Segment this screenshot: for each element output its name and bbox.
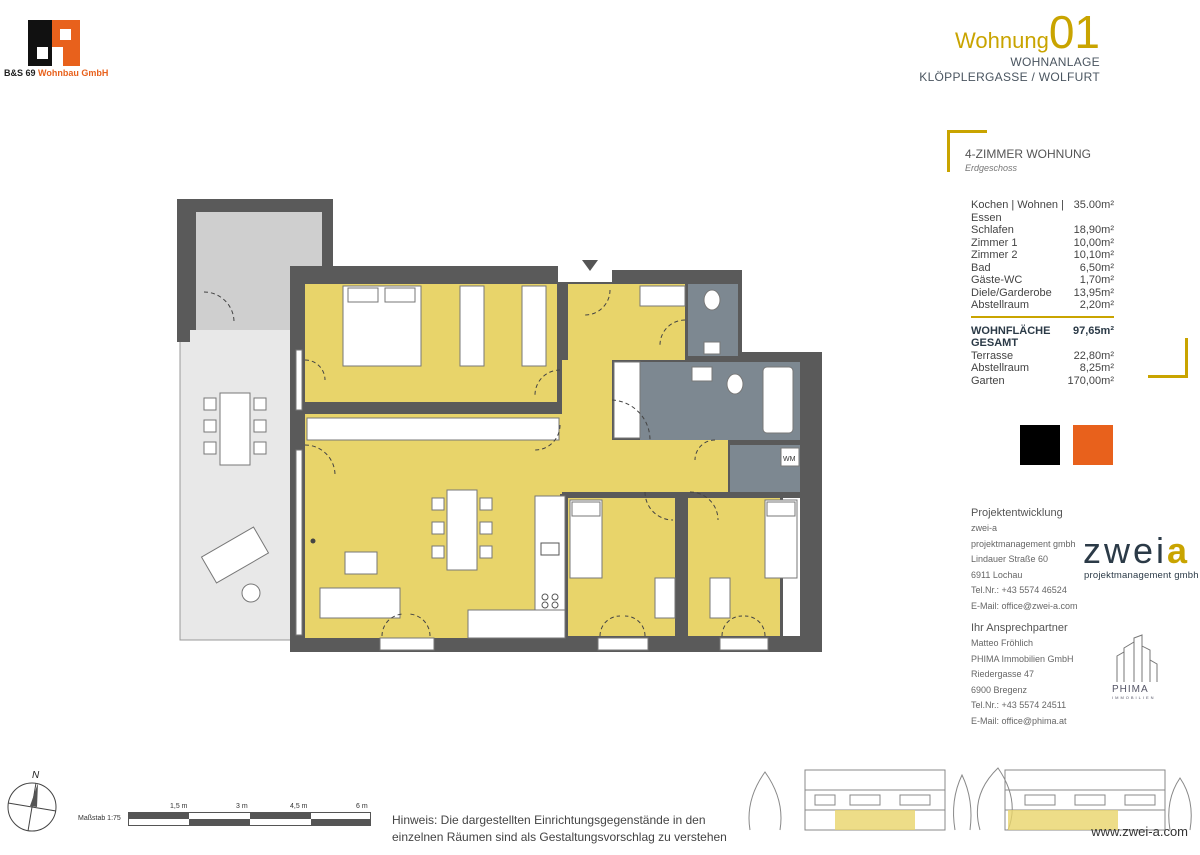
- north-compass-icon: [7, 782, 57, 832]
- furniture-note: Hinweis: Die dargestellten Einrichtungsg…: [392, 813, 727, 844]
- scale-tick: 4,5 m: [290, 803, 308, 810]
- corner-accent: [1148, 375, 1188, 378]
- address-label: KLÖPPLERGASSE / WOLFURT: [919, 70, 1100, 84]
- apartment-type: 4-ZIMMER WOHNUNG: [965, 147, 1091, 161]
- entrance-arrow-icon: [582, 260, 598, 271]
- color-swatch-black: [1020, 425, 1060, 465]
- company-logo: [28, 20, 80, 66]
- washing-machine: [780, 447, 800, 467]
- complex-label: WOHNANLAGE: [1010, 55, 1100, 69]
- north-label: N: [32, 770, 40, 781]
- apartment-highlight: [1008, 810, 1118, 830]
- divider: [971, 315, 1114, 318]
- tree-icon: [748, 771, 782, 831]
- corner-accent: [947, 130, 950, 172]
- scale-tick: 6 m: [356, 803, 368, 810]
- floor-plan: WM: [177, 199, 822, 652]
- sofa: [319, 587, 401, 619]
- company-name: B&S 69 Wohnbau GmbH: [4, 68, 109, 78]
- website-url: www.zwei-a.com: [1091, 824, 1188, 839]
- phima-building-icon: [1116, 634, 1158, 682]
- zwei-a-logo: zweia: [1083, 530, 1191, 571]
- scale-tick: 3 m: [236, 803, 248, 810]
- floor-label: Erdgeschoss: [965, 163, 1018, 173]
- apartment-highlight: [835, 810, 915, 830]
- sun-lounger: [200, 526, 270, 584]
- zwei-a-logo-subtitle: projektmanagement gmbh: [1084, 570, 1199, 581]
- wm-label: WM: [783, 456, 796, 463]
- wardrobe: [459, 285, 485, 367]
- page-title: Wohnung01: [955, 6, 1100, 58]
- scale-label: Maßstab 1:75: [78, 815, 121, 822]
- terrace-table: [219, 392, 251, 466]
- dining-table: [446, 489, 478, 571]
- scale-tick: 1,5 m: [170, 803, 188, 810]
- terrace: [179, 339, 301, 641]
- scale-bar: [128, 812, 371, 826]
- sideboard: [306, 417, 560, 441]
- color-swatch-orange: [1073, 425, 1113, 465]
- building-elevations: [748, 767, 1192, 831]
- corner-accent: [947, 130, 987, 133]
- kitchen-counter: [534, 495, 566, 611]
- corner-accent: [1185, 338, 1188, 378]
